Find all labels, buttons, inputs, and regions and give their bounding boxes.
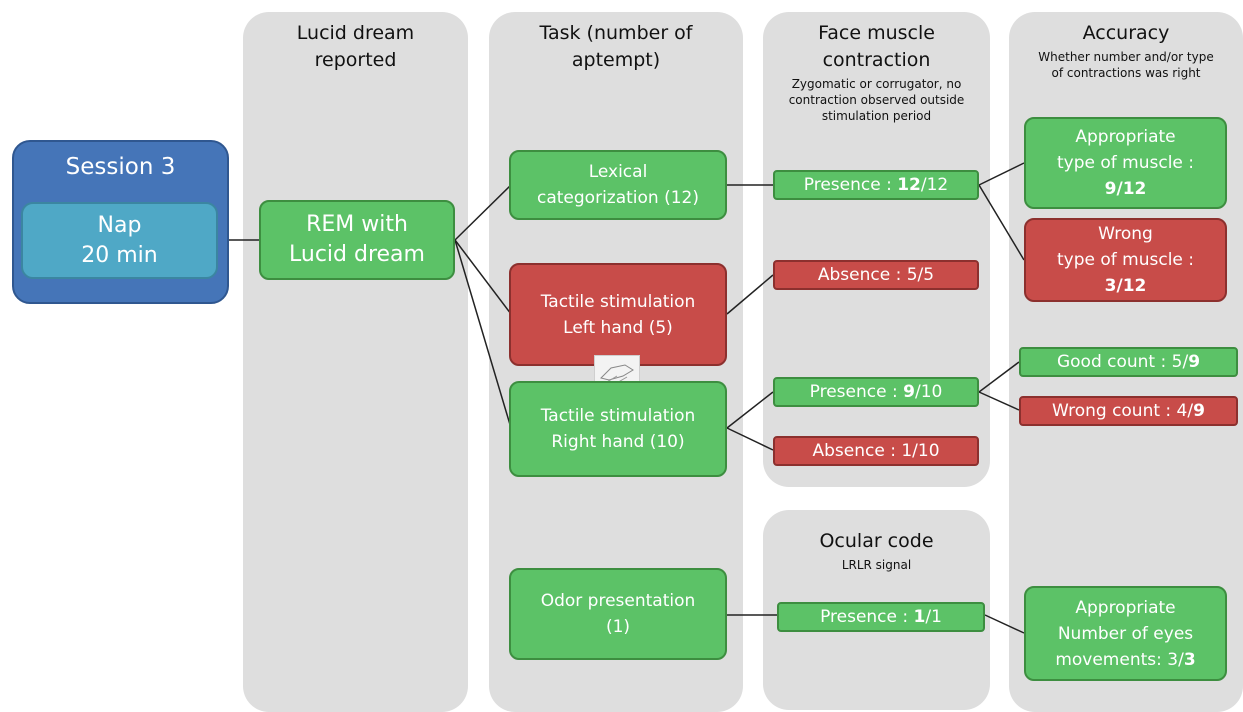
result-left-absence: Absence : 5/5 bbox=[773, 260, 979, 290]
accuracy-wrong-type-line1: Wrong bbox=[1098, 224, 1153, 244]
result-right-presence-label: Presence : bbox=[809, 382, 904, 402]
task-tactile-right-line1: Tactile stimulation bbox=[540, 406, 696, 426]
session-title: Session 3 bbox=[65, 154, 176, 180]
accuracy-good-count: Good count : 5/9 bbox=[1019, 347, 1238, 377]
result-lexical-presence: Presence : 12/12 bbox=[773, 170, 979, 200]
link-right-absence bbox=[726, 427, 774, 451]
accuracy-appropriate-type-den: 12 bbox=[1122, 179, 1147, 199]
accuracy-wrong-count-den: 9 bbox=[1193, 401, 1205, 421]
accuracy-appropriate-eyes-den: 3 bbox=[1183, 649, 1196, 670]
accuracy-appropriate-eyes-label: movements: 3/ bbox=[1055, 649, 1184, 670]
task-lexical-line2: categorization (12) bbox=[537, 188, 699, 208]
accuracy-appropriate-eyes: Appropriate Number of eyes movements: 3/… bbox=[1024, 586, 1227, 681]
accuracy-wrong-type-den: 12 bbox=[1122, 276, 1147, 296]
link-presence-wrong-count bbox=[978, 391, 1020, 411]
nap-duration: 20 min bbox=[81, 242, 158, 268]
accuracy-good-count-label: Good count : 5/ bbox=[1056, 352, 1189, 372]
task-odor-line2: (1) bbox=[605, 617, 631, 637]
link-presence-wrong-type bbox=[978, 184, 1025, 261]
column-subtitle-face-muscle: Zygomatic or corrugator, no contraction … bbox=[788, 77, 965, 123]
column-header-face-muscle: Face muscle contraction Zygomatic or cor… bbox=[763, 20, 990, 124]
accuracy-appropriate-type-num: 9/ bbox=[1104, 179, 1123, 199]
result-right-absence-label: Absence : 1/10 bbox=[812, 441, 940, 461]
result-left-absence-label: Absence : 5/5 bbox=[817, 265, 935, 285]
result-odor-presence-label: Presence : bbox=[820, 607, 914, 627]
link-rem-tactile-right bbox=[454, 239, 512, 429]
link-left-absence bbox=[726, 274, 774, 315]
task-tactile-right: Tactile stimulation Right hand (10) bbox=[509, 381, 727, 477]
result-right-presence: Presence : 9/10 bbox=[773, 377, 979, 407]
accuracy-wrong-count-label: Wrong count : 4/ bbox=[1052, 401, 1194, 421]
link-rem-tactile-left bbox=[454, 239, 512, 315]
accuracy-wrong-type-value: 3/12 bbox=[1105, 273, 1147, 299]
result-right-presence-num: 9 bbox=[903, 382, 915, 402]
accuracy-appropriate-type-line2: type of muscle : bbox=[1056, 153, 1195, 173]
result-lexical-presence-label: Presence : bbox=[803, 175, 898, 195]
result-lexical-presence-den: /12 bbox=[920, 175, 949, 195]
accuracy-wrong-type: Wrong type of muscle : 3/12 bbox=[1024, 218, 1227, 302]
accuracy-wrong-type-num: 3/ bbox=[1104, 276, 1123, 296]
column-header-accuracy: Accuracy Whether number and/or type of c… bbox=[1009, 20, 1243, 81]
result-odor-presence-den: /1 bbox=[925, 607, 942, 627]
task-tactile-right-line2: Right hand (10) bbox=[551, 432, 685, 452]
link-rem-lexical bbox=[454, 184, 512, 241]
result-lexical-presence-num: 12 bbox=[897, 175, 921, 195]
column-title-lucid-dream: Lucid dream reported bbox=[296, 22, 415, 71]
link-presence-appropriate-type bbox=[978, 162, 1025, 186]
link-presence-good-count bbox=[978, 361, 1020, 393]
connector-lines bbox=[222, 162, 1025, 634]
column-header-ocular-code: Ocular code LRLR signal bbox=[763, 528, 990, 573]
column-face-muscle: Face muscle contraction Zygomatic or cor… bbox=[763, 12, 990, 487]
task-lexical: Lexical categorization (12) bbox=[509, 150, 727, 220]
rem-line2: Lucid dream bbox=[289, 242, 425, 267]
nap-label: Nap bbox=[97, 212, 142, 238]
result-odor-presence: Presence : 1/1 bbox=[777, 602, 985, 632]
column-subtitle-accuracy: Whether number and/or type of contractio… bbox=[1038, 50, 1214, 80]
nap-box: Nap 20 min bbox=[21, 202, 218, 279]
column-title-task: Task (number of aptempt) bbox=[539, 22, 693, 71]
link-odor-eyes bbox=[984, 614, 1025, 634]
accuracy-appropriate-eyes-line1: Appropriate bbox=[1075, 597, 1176, 618]
task-lexical-line1: Lexical bbox=[588, 162, 648, 182]
accuracy-appropriate-type-line1: Appropriate bbox=[1075, 127, 1176, 147]
result-right-presence-den: /10 bbox=[914, 382, 943, 402]
result-odor-presence-num: 1 bbox=[913, 607, 926, 627]
accuracy-appropriate-eyes-line3: movements: 3/3 bbox=[1055, 647, 1195, 673]
column-title-face-muscle: Face muscle contraction bbox=[818, 22, 935, 71]
accuracy-appropriate-type-value: 9/12 bbox=[1105, 176, 1147, 202]
link-right-presence bbox=[726, 391, 774, 429]
task-tactile-left: Tactile stimulation Left hand (5) bbox=[509, 263, 727, 366]
rem-line1: REM with bbox=[306, 212, 408, 237]
accuracy-wrong-count: Wrong count : 4/9 bbox=[1019, 396, 1238, 426]
column-lucid-dream: Lucid dream reported bbox=[243, 12, 468, 712]
accuracy-appropriate-eyes-line2: Number of eyes bbox=[1057, 623, 1194, 644]
accuracy-good-count-den: 9 bbox=[1188, 352, 1201, 372]
task-tactile-left-line2: Left hand (5) bbox=[563, 317, 673, 338]
accuracy-appropriate-type: Appropriate type of muscle : 9/12 bbox=[1024, 117, 1227, 209]
task-odor-line1: Odor presentation bbox=[540, 591, 696, 611]
rem-lucid-box: REM with Lucid dream bbox=[259, 200, 455, 280]
accuracy-wrong-type-line2: type of muscle : bbox=[1056, 250, 1195, 270]
column-title-ocular-code: Ocular code bbox=[819, 530, 934, 552]
task-odor: Odor presentation (1) bbox=[509, 568, 727, 660]
result-right-absence: Absence : 1/10 bbox=[773, 436, 979, 466]
column-subtitle-ocular-code: LRLR signal bbox=[841, 558, 912, 572]
task-tactile-left-line1: Tactile stimulation bbox=[540, 291, 696, 312]
column-title-accuracy: Accuracy bbox=[1082, 22, 1170, 44]
